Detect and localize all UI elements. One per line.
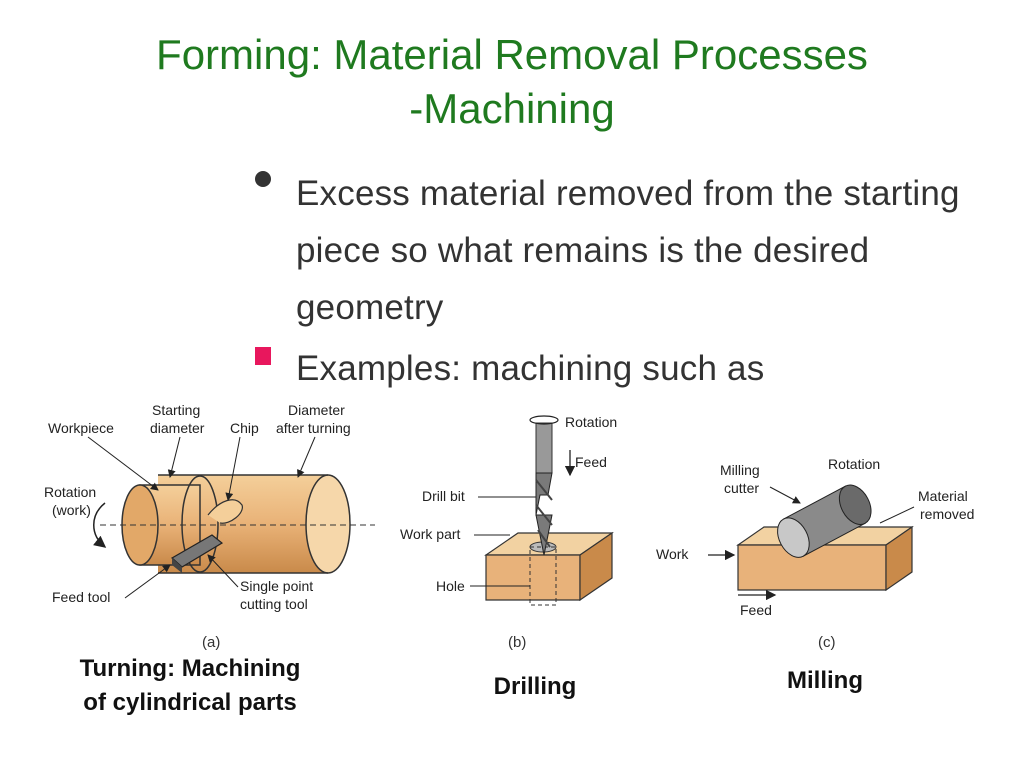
label-drill-bit: Drill bit <box>422 488 465 504</box>
title-line-2: -Machining <box>409 85 615 132</box>
figure-b-label: (b) <box>508 634 526 651</box>
caption-turning: Turning: Machining of cylindrical parts <box>40 652 340 720</box>
label-single-point-2: cutting tool <box>240 596 308 612</box>
label-feed: Feed <box>575 454 607 470</box>
bullet-square-icon <box>255 347 271 365</box>
label-rotation-c: Rotation <box>828 456 880 472</box>
figure-a-label: (a) <box>202 634 220 651</box>
label-milling-2: cutter <box>724 480 759 496</box>
caption-turning-1: Turning: Machining <box>79 655 301 682</box>
turning-diagram: Workpiece Starting diameter Chip Diamete… <box>44 402 375 651</box>
caption-drilling: Drilling <box>493 673 577 700</box>
label-diameter-2: after turning <box>276 420 351 436</box>
milling-diagram: Milling cutter Rotation Material removed… <box>656 456 974 651</box>
caption-milling: Milling <box>787 667 863 694</box>
label-single-point-1: Single point <box>240 578 313 594</box>
label-work-part: Work part <box>400 526 461 542</box>
label-feed-tool: Feed tool <box>52 589 110 605</box>
label-material-2: removed <box>920 506 974 522</box>
label-starting-1: Starting <box>152 402 200 418</box>
label-hole: Hole <box>436 578 465 594</box>
label-work: Work <box>656 546 689 562</box>
bullet-examples: Examples: machining such as <box>296 349 765 388</box>
slide-title: Forming: Material Removal Processes -Mac… <box>0 28 1024 136</box>
label-diameter-1: Diameter <box>288 402 345 418</box>
label-starting-2: diameter <box>150 420 205 436</box>
figure-c-label: (c) <box>818 634 836 651</box>
label-milling-1: Milling <box>720 462 760 478</box>
label-chip: Chip <box>230 420 259 436</box>
title-line-1: Forming: Material Removal Processes <box>156 31 868 78</box>
label-feed-c: Feed <box>740 602 772 618</box>
label-material-1: Material <box>918 488 968 504</box>
label-workpiece: Workpiece <box>48 420 114 436</box>
caption-turning-2: of cylindrical parts <box>83 689 297 716</box>
bullet-dot-icon <box>255 171 271 187</box>
label-rotation: Rotation <box>565 414 617 430</box>
label-rotation-2: (work) <box>52 502 91 518</box>
label-rotation-1: Rotation <box>44 484 96 500</box>
drilling-diagram: Rotation Feed Drill bit Work part Hole (… <box>400 414 617 651</box>
bullet-excess-material: Excess material removed from the startin… <box>296 174 960 327</box>
